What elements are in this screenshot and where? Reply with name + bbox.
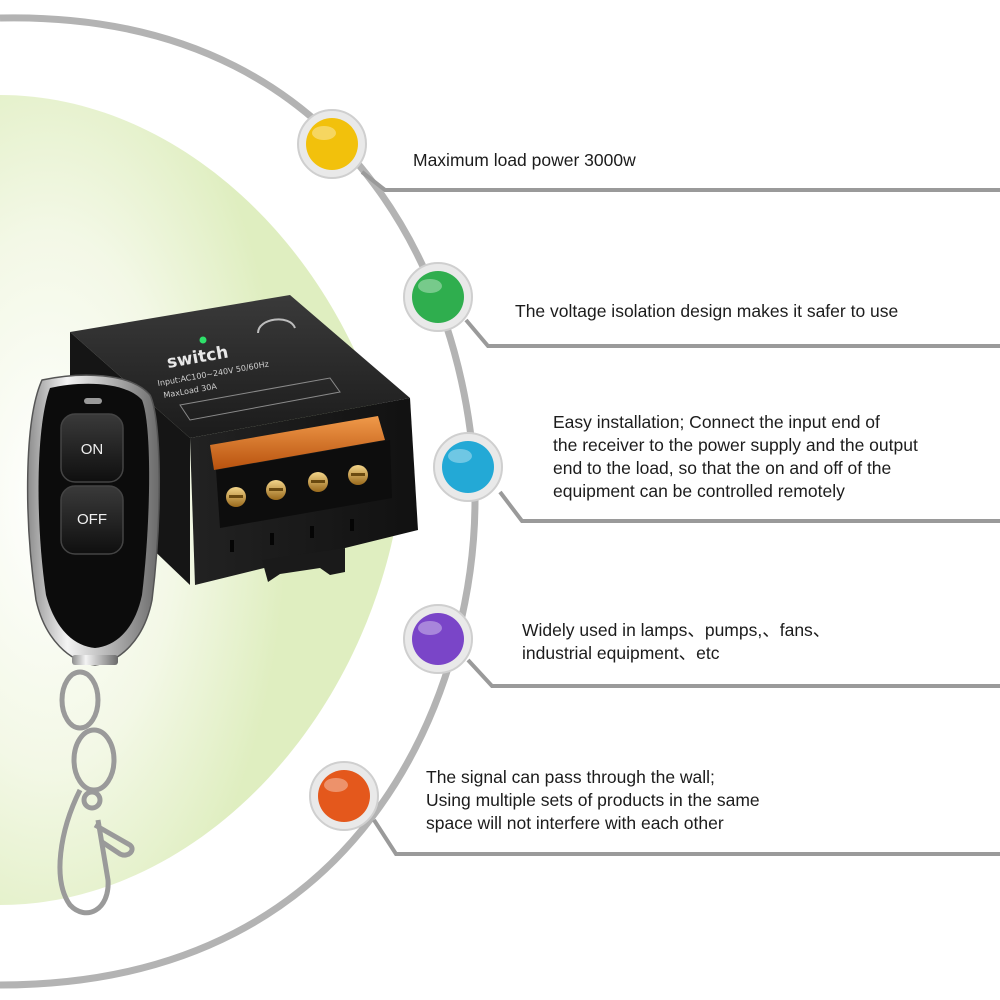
feature-text-1: Maximum load power 3000w — [413, 149, 636, 172]
connector-line-1 — [360, 170, 1000, 192]
connector-line-3 — [498, 490, 1000, 523]
feature-dot-4 — [403, 604, 473, 674]
remote-off-button[interactable] — [60, 485, 124, 555]
feature-3-line-1: Easy installation; Connect the input end… — [553, 412, 880, 432]
remote-on-label: ON — [81, 441, 104, 458]
feature-text-2: The voltage isolation design makes it sa… — [515, 300, 898, 323]
feature-dot-3 — [433, 432, 503, 502]
feature-4-line-2: industrial equipment、etc — [522, 643, 720, 663]
remote-off-label: OFF — [77, 511, 107, 528]
feature-text-4: Widely used in lamps、pumps,、fans、 indust… — [522, 619, 830, 665]
feature-text-5: The signal can pass through the wall; Us… — [426, 766, 760, 835]
connector-line-2 — [464, 318, 1000, 348]
indicator-led — [199, 336, 207, 344]
connector-line-4 — [466, 658, 1000, 688]
feature-dot-5 — [309, 761, 379, 831]
remote-on-button[interactable] — [60, 413, 124, 483]
remote-led — [84, 398, 102, 404]
terminal-cover — [210, 416, 385, 470]
terminal-screws — [226, 465, 368, 507]
feature-5-line-3: space will not interfere with each other — [426, 813, 724, 833]
feature-2-line-1: The voltage isolation design makes it sa… — [515, 301, 899, 321]
keychain-icon — [57, 669, 135, 916]
feature-dot-2 — [403, 262, 473, 332]
antenna-icon — [257, 318, 296, 334]
feature-5-line-1: The signal can pass through the wall; — [426, 767, 715, 787]
feature-3-line-3: end to the load, so that the on and off … — [553, 458, 892, 478]
feature-5-line-2: Using multiple sets of products in the s… — [426, 790, 760, 810]
feature-dot-1 — [297, 109, 367, 179]
connector-line-5 — [372, 818, 1000, 856]
feature-3-line-2: the receiver to the power supply and the… — [553, 435, 918, 455]
feature-4-line-1: Widely used in lamps、pumps,、fans、 — [522, 620, 831, 640]
feature-1-line-1: Maximum load power 3000w — [413, 150, 636, 170]
remote-control: ON OFF — [26, 374, 161, 666]
feature-3-line-4: equipment can be controlled remotely — [553, 481, 845, 501]
feature-text-3: Easy installation; Connect the input end… — [553, 411, 918, 503]
